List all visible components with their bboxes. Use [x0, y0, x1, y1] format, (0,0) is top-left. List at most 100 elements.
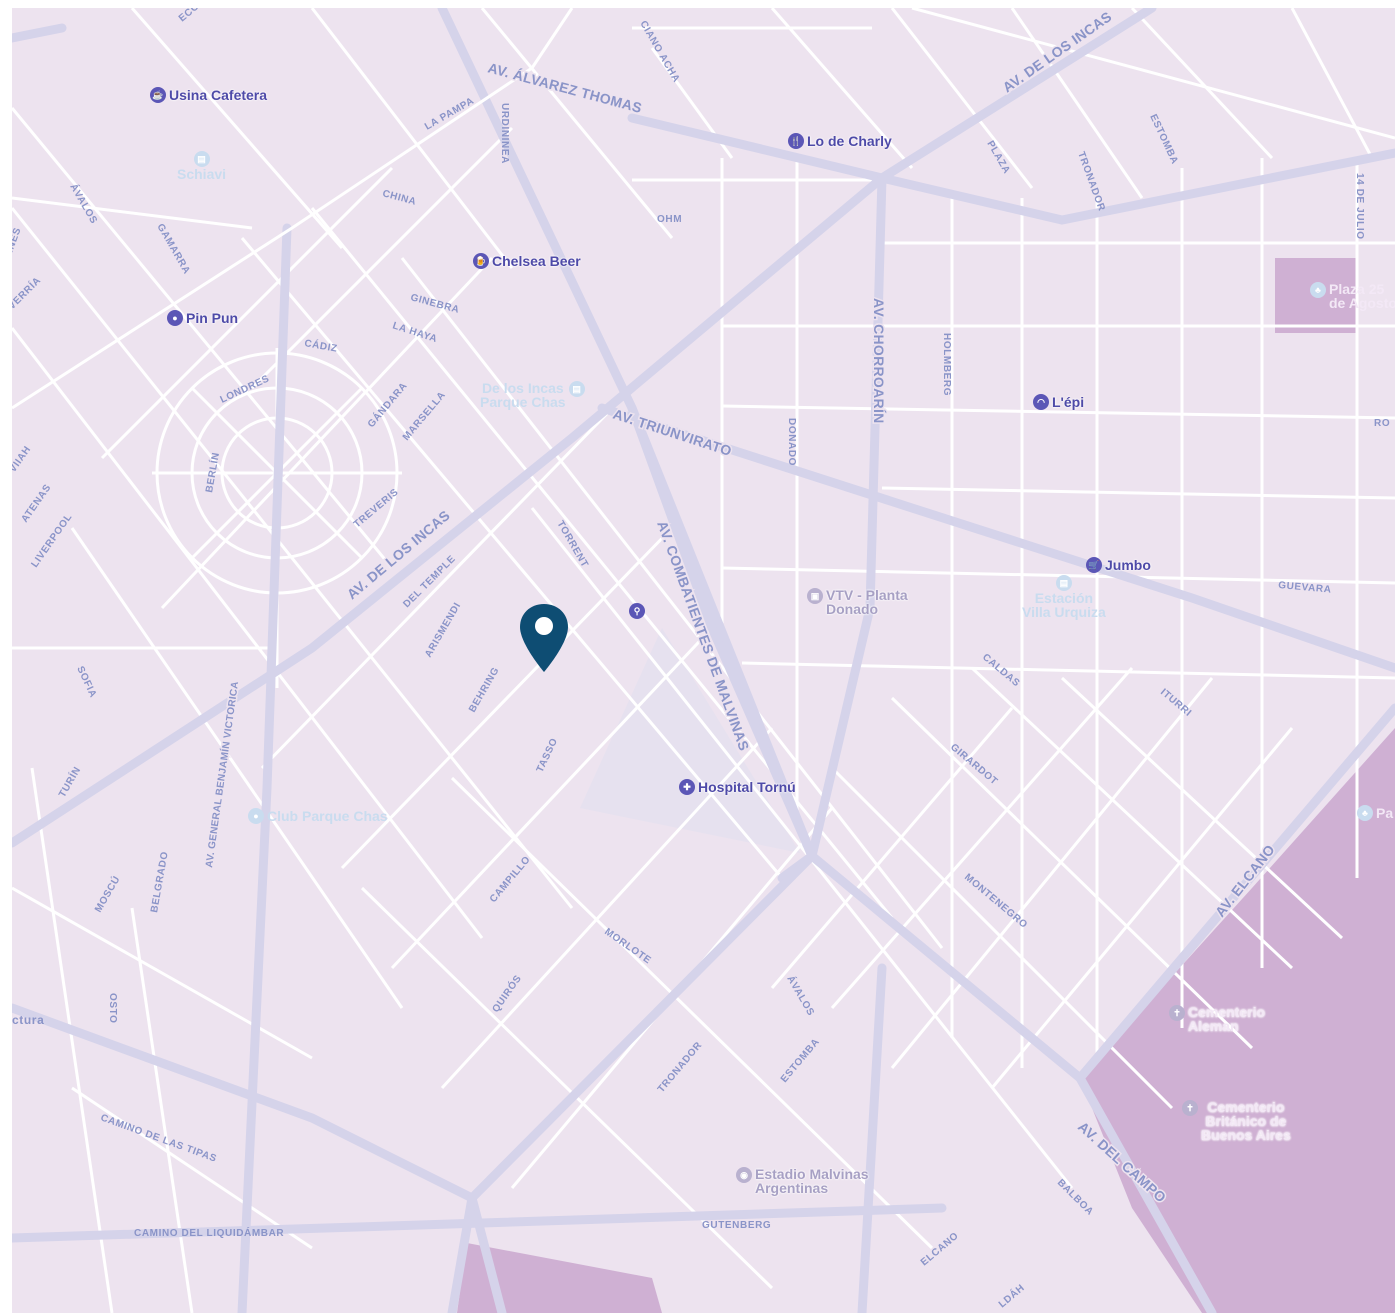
label-ginebra: GINEBRA	[409, 292, 460, 316]
poi-vtv[interactable]: ▣ VTV - Planta Donado	[807, 588, 908, 616]
poi-label: Club Parque Chas	[267, 808, 388, 824]
poi-schiavi[interactable]: ▤ Schiavi	[177, 151, 226, 181]
poi-cementerio-aleman[interactable]: ✝ Cementerio Aleman	[1169, 1005, 1265, 1033]
poi-label: Estación Villa Urquiza	[1022, 590, 1106, 620]
label-ldah: LDÁH	[996, 1281, 1027, 1310]
avenue-centerlines	[12, 8, 574, 410]
poi-cementerio-britanico[interactable]: ✝ Cementerio Británico de Buenos Aires	[1182, 1100, 1291, 1142]
sport-icon: ●	[248, 808, 264, 824]
label-cadiz: CÁDIZ	[303, 336, 338, 355]
shop-icon: ●	[167, 310, 183, 326]
poi-keyhole[interactable]: ⚲	[629, 603, 645, 619]
map-canvas[interactable]: AV. ÁLVAREZ THOMAS AV. DE LOS INCAS AV. …	[12, 8, 1395, 1313]
label-tasso: TASSO	[535, 736, 560, 774]
hospital-area	[580, 628, 800, 853]
location-pin-icon[interactable]	[517, 602, 571, 674]
coffee-icon: ☕	[150, 87, 166, 103]
label-av-de-los-incas-top: AV. DE LOS INCAS	[1000, 8, 1115, 95]
label-gamarra: GAMARRA	[154, 222, 192, 276]
restaurant-icon: 🍴	[788, 133, 804, 149]
label-eco: ECO	[177, 8, 202, 24]
poi-chelsea-beer[interactable]: 🍺 Chelsea Beer	[473, 253, 581, 269]
label-balboa: BALBOA	[1055, 1177, 1096, 1218]
label-atenas: ATENAS	[19, 482, 53, 524]
label-donado: DONADO	[786, 418, 797, 466]
avenues	[12, 8, 1395, 1313]
cemetery-icon: ✝	[1182, 1100, 1198, 1116]
park-icon: ♣	[1310, 282, 1326, 298]
poi-label: Pin Pun	[186, 310, 239, 326]
label-ctura: ctura	[12, 1013, 44, 1027]
label-del-temple: DEL TEMPLE	[401, 553, 458, 610]
minor-streets	[12, 8, 1395, 1313]
poi-lo-de-charly[interactable]: 🍴 Lo de Charly	[788, 133, 892, 149]
label-tronador-bottom: TRONADOR	[656, 1040, 705, 1095]
poi-label: Pa	[1376, 805, 1394, 821]
poi-pin-pun[interactable]: ● Pin Pun	[167, 310, 238, 326]
poi-label: Chelsea Beer	[492, 253, 581, 269]
cart-icon: 🛒	[1086, 557, 1102, 573]
poi-villa-urquiza-station[interactable]: ▤ Estación Villa Urquiza	[1022, 575, 1106, 619]
label-av-chorroarin: AV. CHORROARÍN	[871, 298, 887, 424]
park-icon: ♣	[1357, 805, 1373, 821]
poi-plaza-25[interactable]: ♣ Plaza 25 de Agosto	[1310, 282, 1395, 310]
label-guevara: GUEVARA	[1278, 580, 1332, 596]
label-belgrado: BELGRADO	[149, 851, 171, 914]
label-elcano-bottom: ELCANO	[919, 1230, 961, 1268]
train-icon: ▤	[193, 151, 210, 167]
label-iturri: ITURRI	[1158, 687, 1193, 719]
poi-jumbo[interactable]: 🛒 Jumbo	[1086, 557, 1151, 573]
label-gutenberg: GUTENBERG	[702, 1220, 771, 1231]
map-roads: AV. ÁLVAREZ THOMAS AV. DE LOS INCAS AV. …	[12, 8, 1395, 1313]
poi-estadio-malvinas[interactable]: ◉ Estadio Malvinas Argentinas	[736, 1167, 869, 1195]
poi-hospital-tornu[interactable]: ✚ Hospital Tornú	[679, 779, 796, 795]
poi-label: Usina Cafetera	[169, 87, 268, 103]
label-osto: OSTO	[107, 993, 118, 1024]
bakery-icon: ◠	[1033, 394, 1049, 410]
label-quiros: QUIRÓS	[489, 972, 524, 1015]
car-icon: ▣	[807, 588, 823, 604]
label-urdininea: URDININEA	[499, 103, 510, 164]
label-camino-liquidambar: CAMINO DEL LIQUIDÁMBAR	[134, 1226, 284, 1239]
poi-de-los-incas-station[interactable]: ▤ De los Incas Parque Chas	[480, 381, 585, 409]
poi-label: Schiavi	[177, 166, 227, 182]
poi-club[interactable]: ● Club Parque Chas	[248, 808, 388, 824]
park-areas	[457, 258, 1395, 1313]
label-estomba-bottom: ESTOMBA	[779, 1036, 822, 1084]
label-verria: VERRÍA	[12, 274, 43, 312]
poi-label: Jumbo	[1105, 557, 1151, 573]
poi-label: Plaza 25 de Agosto	[1329, 281, 1395, 311]
keyhole-icon: ⚲	[629, 603, 645, 619]
label-estomba: ESTOMBA	[1147, 113, 1180, 167]
poi-label: Cementerio Británico de Buenos Aires	[1201, 1099, 1291, 1143]
label-tronador: TRONADOR	[1075, 150, 1107, 213]
poi-label: De los Incas Parque Chas	[480, 380, 566, 410]
label-china: CHINA	[381, 188, 417, 208]
poi-lepi[interactable]: ◠ L'épi	[1033, 394, 1084, 410]
label-morlote: MORLOTE	[602, 926, 653, 966]
label-de-julio: 14 DE JULIO	[1354, 173, 1365, 240]
label-girardot: GIRARDOT	[948, 742, 1000, 788]
hospital-icon: ✚	[679, 779, 695, 795]
label-camino-tipas: CAMINO DE LAS TIPAS	[99, 1112, 218, 1164]
poi-label: VTV - Planta Donado	[826, 587, 908, 617]
poi-label: L'épi	[1052, 394, 1085, 410]
label-arismendi: ARISMENDI	[423, 601, 463, 660]
label-ohm: OHM	[657, 214, 682, 225]
poi-usina-cafetera[interactable]: ☕ Usina Cafetera	[150, 87, 267, 103]
poi-label: Hospital Tornú	[698, 779, 796, 795]
poi-label: Estadio Malvinas Argentinas	[755, 1166, 869, 1196]
label-av-triunvirato: AV. TRIUNVIRATO	[611, 406, 734, 459]
label-avalos: ÁVALOS	[784, 973, 818, 1018]
poi-pa[interactable]: ♣ Pa	[1357, 805, 1393, 821]
train-icon: ▤	[1055, 575, 1072, 591]
stadium-icon: ◉	[736, 1167, 752, 1183]
label-marsella: MARSELLA	[401, 390, 448, 443]
label-viiah: VIIAH	[12, 444, 33, 475]
poi-label: Cementerio Aleman	[1188, 1004, 1266, 1034]
beer-icon: 🍺	[473, 253, 489, 269]
label-ines: INES	[12, 226, 24, 254]
label-montenegro: MONTENEGRO	[962, 872, 1029, 931]
label-ro: RO	[1374, 418, 1390, 429]
cemetery-icon: ✝	[1169, 1005, 1185, 1021]
